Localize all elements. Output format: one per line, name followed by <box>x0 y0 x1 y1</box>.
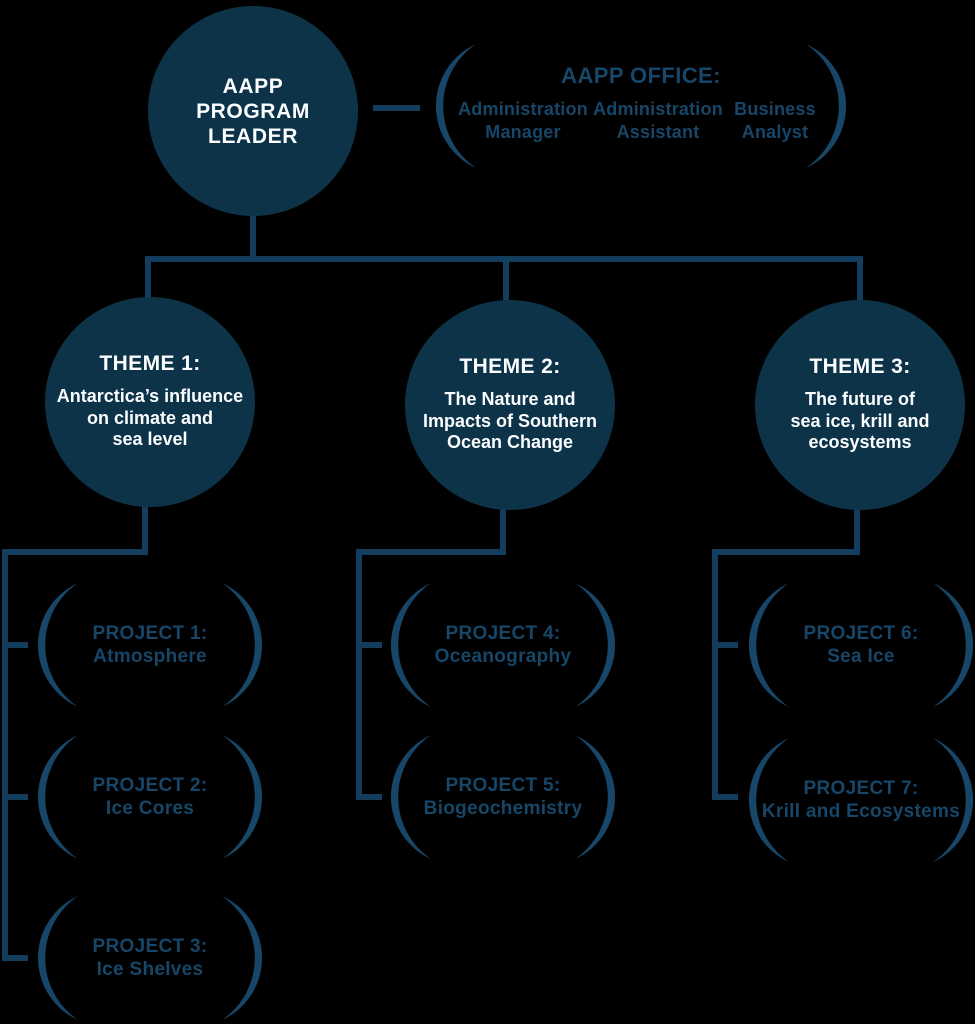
right-paren-icon <box>222 583 263 707</box>
project-name: Atmosphere <box>93 646 207 667</box>
left-paren-icon <box>435 44 476 168</box>
connector-segment <box>356 794 382 800</box>
connector-segment <box>712 642 738 648</box>
left-paren-icon <box>37 896 78 1020</box>
connector-segment <box>2 549 148 555</box>
theme-line: sea level <box>112 429 188 450</box>
project-heading: PROJECT 3: <box>92 936 208 957</box>
right-paren-icon <box>222 896 263 1020</box>
theme-3-node: THEME 3: The future of sea ice, krill an… <box>755 300 965 510</box>
program-leader-label: AAPP <box>222 74 284 98</box>
project-name: Sea Ice <box>827 646 895 667</box>
office-role-administration-manager: Administration Manager <box>456 98 590 144</box>
connector-segment <box>356 549 506 555</box>
theme-line: on climate and <box>86 407 213 428</box>
left-paren-icon <box>37 735 78 859</box>
role-line: Administration <box>458 99 588 119</box>
connector-segment <box>2 955 28 961</box>
connector-segment <box>250 212 256 258</box>
theme-line: The future of <box>804 389 915 410</box>
project-name: Ice Cores <box>105 798 195 819</box>
project-6-node: PROJECT 6: Sea Ice <box>747 580 975 710</box>
project-heading: PROJECT 7: <box>803 778 919 799</box>
project-heading: PROJECT 1: <box>92 623 208 644</box>
right-paren-icon <box>806 44 847 168</box>
connector-segment <box>356 549 362 800</box>
theme-line: Antarctica’s influence <box>56 386 244 407</box>
project-name: Biogeochemistry <box>423 798 583 819</box>
project-7-node: PROJECT 7: Krill and Ecosystems <box>747 735 975 865</box>
connector-segment <box>2 549 8 961</box>
connector-segment <box>145 256 151 298</box>
theme-heading: THEME 2: <box>459 355 561 379</box>
connector-segment <box>2 794 28 800</box>
theme-line: Ocean Change <box>446 432 574 453</box>
theme-line: Impacts of Southern <box>422 410 597 431</box>
left-paren-icon <box>748 738 789 862</box>
theme-2-node: THEME 2: The Nature and Impacts of South… <box>405 300 615 510</box>
role-line: Assistant <box>616 122 700 142</box>
connector-segment <box>142 506 148 552</box>
connector-segment <box>712 549 718 800</box>
theme-1-node: THEME 1: Antarctica’s influence on clima… <box>45 297 255 507</box>
office-role-administration-assistant: Administration Assistant <box>591 98 725 144</box>
theme-line: ecosystems <box>808 432 912 453</box>
office-role-business-analyst: Business Analyst <box>708 98 842 144</box>
project-3-node: PROJECT 3: Ice Shelves <box>36 893 264 1023</box>
theme-line: sea ice, krill and <box>790 410 930 431</box>
project-5-node: PROJECT 5: Biogeochemistry <box>389 732 617 862</box>
role-line: Analyst <box>741 122 809 142</box>
connector-segment <box>503 256 509 302</box>
program-leader-label: PROGRAM <box>196 99 310 123</box>
project-name: Krill and Ecosystems <box>761 801 961 822</box>
right-paren-icon <box>575 583 616 707</box>
connector-segment <box>854 508 860 552</box>
left-paren-icon <box>748 583 789 707</box>
program-leader-label: LEADER <box>208 124 298 148</box>
connector-segment <box>712 549 860 555</box>
right-paren-icon <box>933 583 974 707</box>
theme-line: The Nature and <box>444 389 576 410</box>
project-heading: PROJECT 6: <box>803 623 919 644</box>
role-line: Administration <box>593 99 723 119</box>
theme-heading: THEME 3: <box>809 355 911 379</box>
theme-heading: THEME 1: <box>99 352 201 376</box>
connector-segment <box>373 105 420 111</box>
right-paren-icon <box>222 735 263 859</box>
left-paren-icon <box>390 735 431 859</box>
project-2-node: PROJECT 2: Ice Cores <box>36 732 264 862</box>
right-paren-icon <box>575 735 616 859</box>
project-name: Ice Shelves <box>96 959 204 980</box>
project-1-node: PROJECT 1: Atmosphere <box>36 580 264 710</box>
project-name: Oceanography <box>434 646 572 667</box>
program-leader-node: AAPP PROGRAM LEADER <box>148 6 358 216</box>
project-heading: PROJECT 5: <box>445 775 561 796</box>
connector-segment <box>712 794 738 800</box>
left-paren-icon <box>37 583 78 707</box>
aapp-office-node: AAPP OFFICE: Administration Manager Admi… <box>434 41 848 171</box>
connector-segment <box>356 642 382 648</box>
right-paren-icon <box>933 738 974 862</box>
connector-segment <box>2 642 28 648</box>
role-line: Business <box>734 99 816 119</box>
connector-segment <box>857 256 863 302</box>
office-heading: AAPP OFFICE: <box>561 63 721 88</box>
role-line: Manager <box>485 122 561 142</box>
left-paren-icon <box>390 583 431 707</box>
project-4-node: PROJECT 4: Oceanography <box>389 580 617 710</box>
connector-segment <box>500 508 506 552</box>
project-heading: PROJECT 4: <box>445 623 561 644</box>
project-heading: PROJECT 2: <box>92 775 208 796</box>
